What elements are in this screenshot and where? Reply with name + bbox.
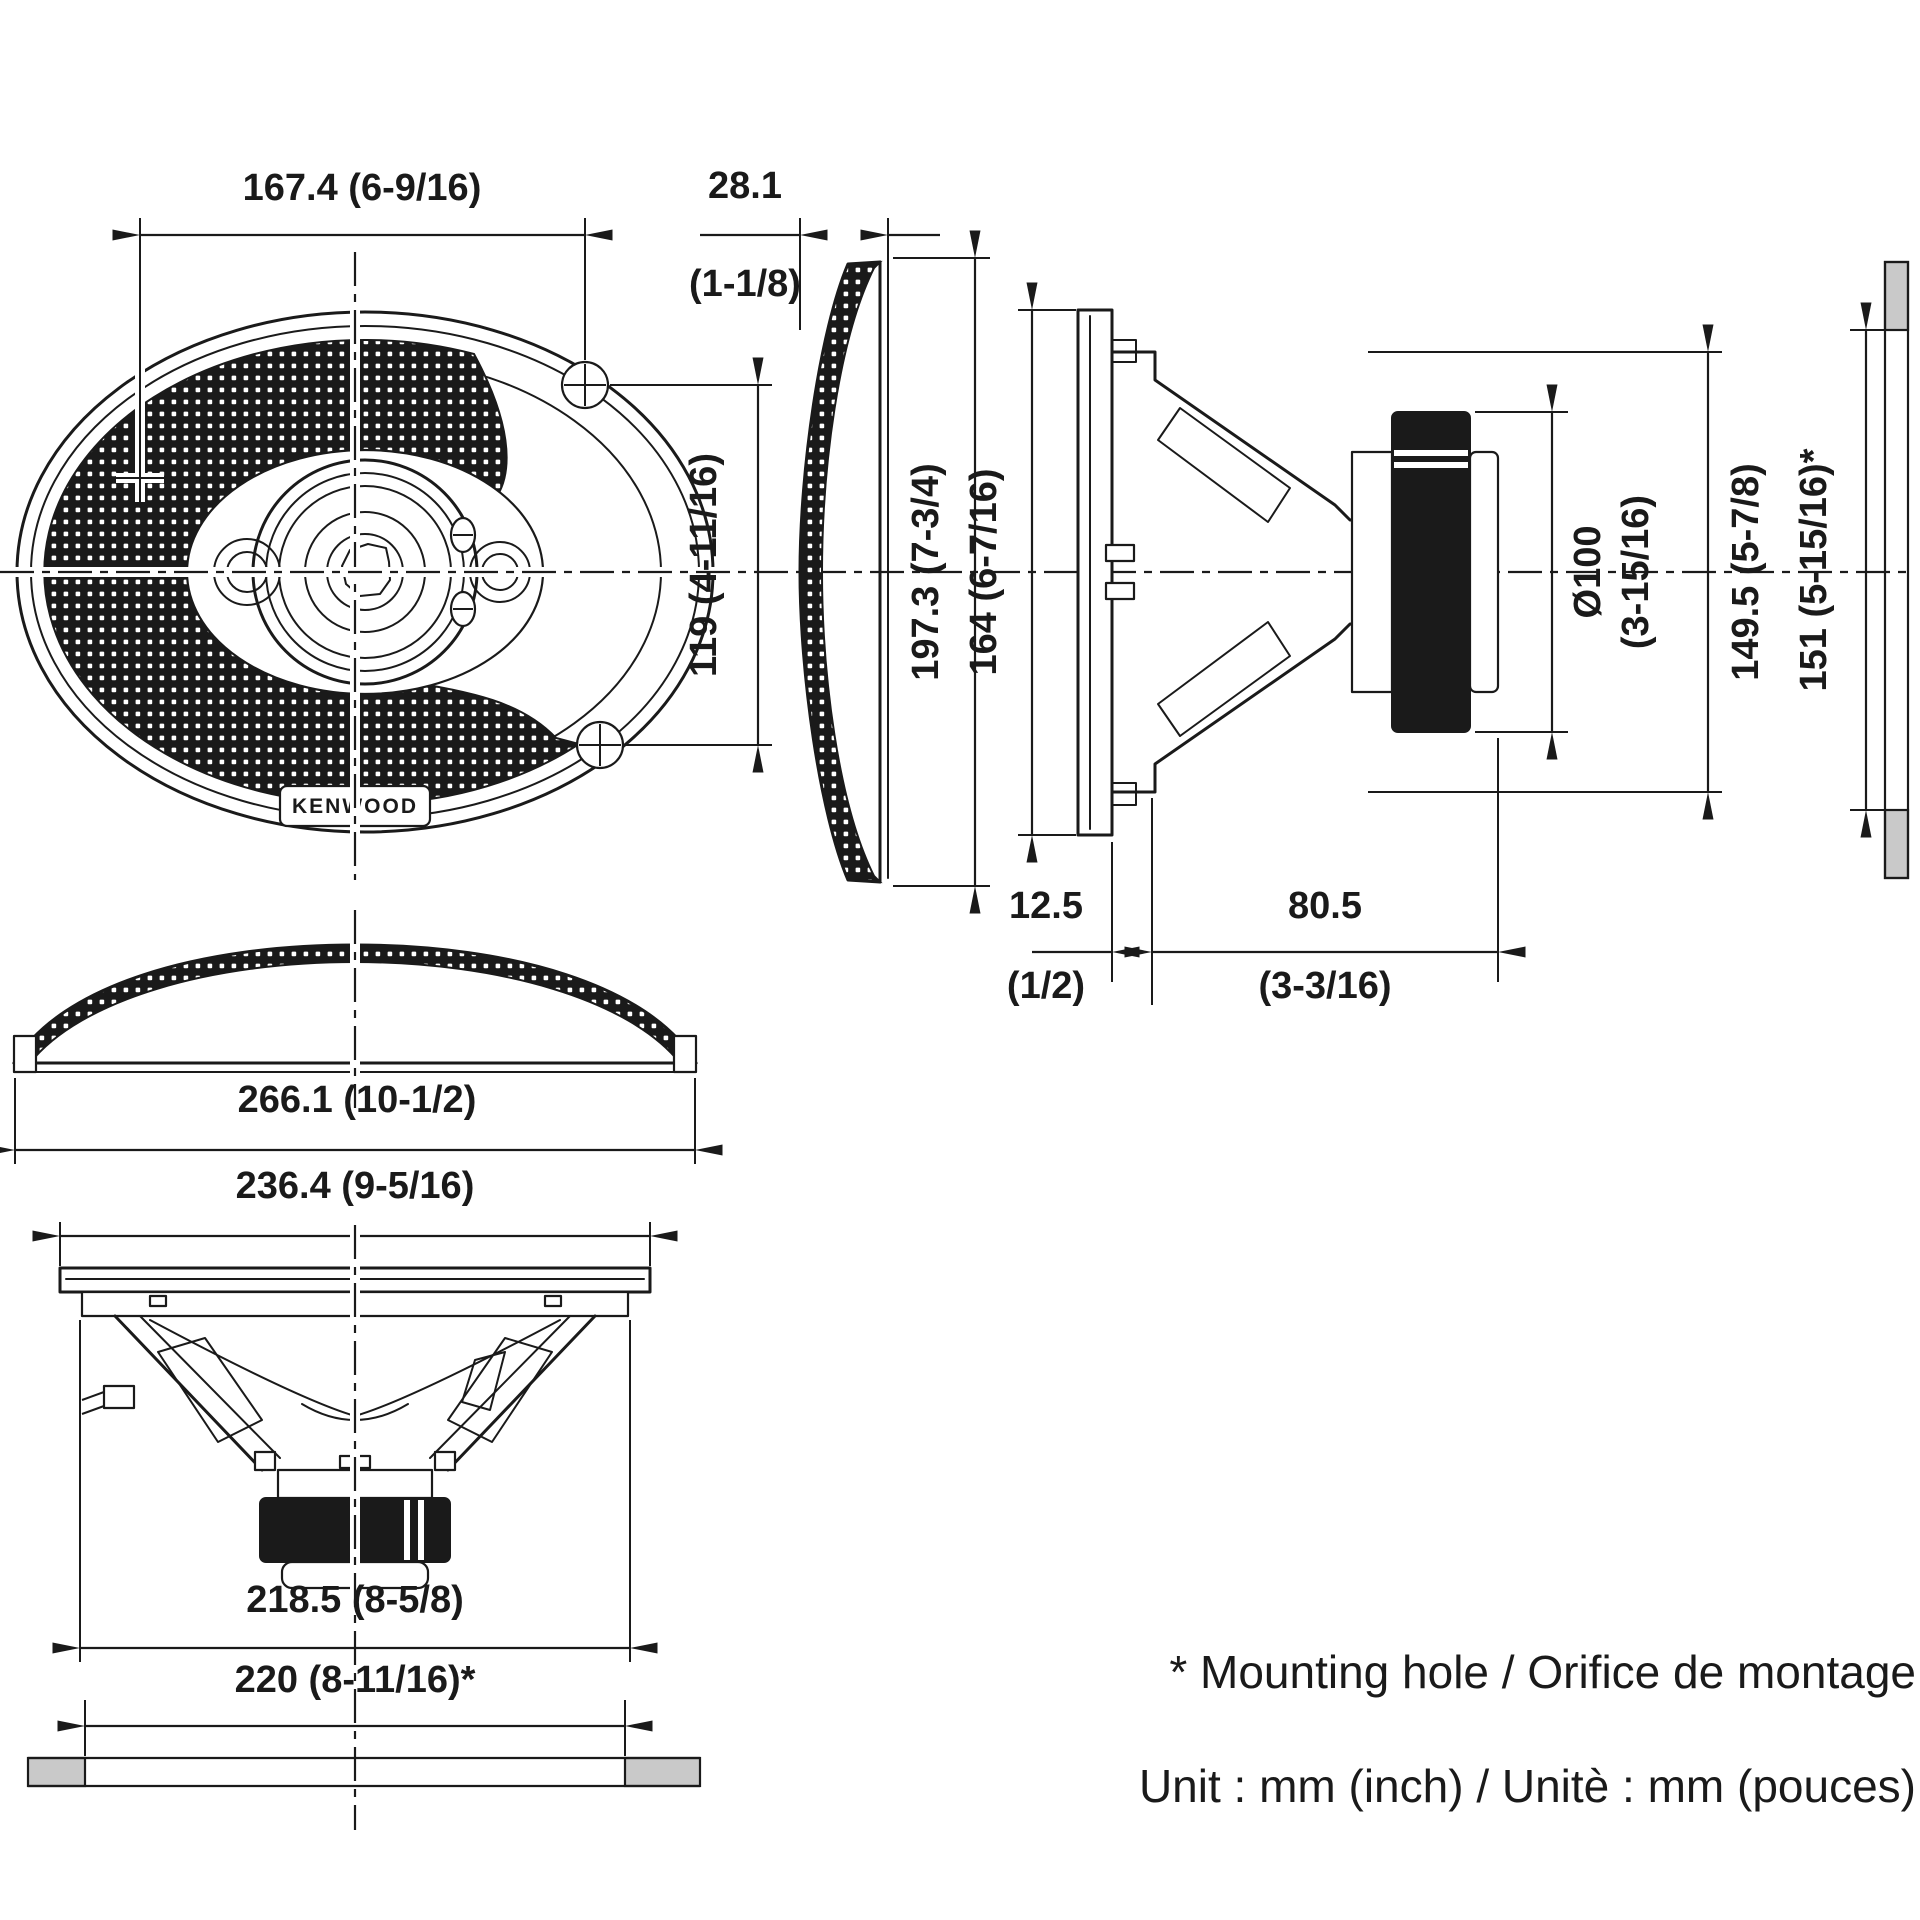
flange-bottom-lip	[1111, 782, 1137, 806]
mounting-panel-bottom	[26, 1756, 702, 1788]
cone-left	[149, 1319, 356, 1417]
dim-unit-width: 218.5 (8-5/8)	[52, 1320, 658, 1662]
dim-label: 266.1 (10-1/2)	[238, 1079, 477, 1121]
basket-wall-right-inner	[429, 1315, 571, 1459]
lip-notch-left	[148, 1294, 168, 1308]
grille-profile-front	[798, 260, 882, 884]
mount-screw-bottom-right	[575, 720, 625, 770]
dim-label-mm: 80.5	[1288, 885, 1362, 927]
magnet-foot-left	[253, 1450, 277, 1472]
terminal-tab-1	[1104, 543, 1136, 563]
dim-label-mm: 12.5	[1009, 885, 1083, 927]
terminal	[81, 1384, 136, 1415]
dim-frame-height: 164 (6-7/16)	[963, 282, 1076, 863]
grille-reference-cross	[116, 454, 164, 502]
basket-wall-left-inner	[139, 1315, 281, 1459]
basket-window-right	[447, 1337, 553, 1443]
dim-label: 220 (8-11/16)*	[235, 1659, 476, 1701]
lip-notch-right	[543, 1294, 563, 1308]
magnet-back-plate-side	[1468, 450, 1500, 694]
dim-front-protrusion: 12.5 (1/2)	[1007, 798, 1153, 1007]
magnet-gap-line-1	[1394, 450, 1468, 456]
magnet-gap-b	[418, 1500, 424, 1560]
band-left-cap	[12, 1034, 38, 1074]
flange-side	[1076, 308, 1114, 837]
basket-top-edge	[1110, 350, 1364, 522]
basket-wall-left-outer	[113, 1314, 264, 1472]
dim-mounting-depth: 80.5 (3-3/16)	[1124, 738, 1526, 1007]
front-view: KENWOOD	[15, 218, 715, 880]
terminal-tab-2	[1104, 581, 1136, 601]
band-right-cap	[672, 1034, 698, 1074]
dim-label-inch: (1/2)	[1007, 965, 1085, 1007]
panel-side-top-section	[1883, 260, 1910, 332]
basket-bottom-edge	[1110, 622, 1364, 794]
dim-mounting-hole-height: 151 (5-15/16)*	[1793, 302, 1872, 838]
dim-grille-depth: 28.1 (1-1/8)	[689, 165, 940, 330]
magnet-gap-line-2	[1394, 462, 1468, 468]
mounting-panel-side	[1850, 260, 1910, 880]
dim-label: 149.5 (5-7/8)	[1725, 463, 1767, 681]
dim-label-mm: Ø100	[1567, 526, 1609, 619]
dim-magnet-diameter: Ø100 (3-15/16)	[1475, 384, 1657, 760]
dim-overall-width: 266.1 (10-1/2)	[0, 1078, 723, 1164]
footnote-mounting-hole: * Mounting hole / Orifice de montage	[1169, 1646, 1916, 1698]
dim-label-mm: 28.1	[708, 165, 782, 207]
magnet-front-plate-side	[1350, 450, 1394, 694]
dim-mounting-hole-width: 220 (8-11/16)*	[57, 1659, 653, 1756]
magnet-foot-right	[433, 1450, 457, 1472]
dim-label-inch: (3-3/16)	[1258, 965, 1391, 1007]
grille-profile-view	[12, 910, 698, 1108]
dim-label: 167.4 (6-9/16)	[243, 167, 482, 209]
grille-side-view	[798, 260, 889, 884]
dim-label: 164 (6-7/16)	[963, 468, 1005, 675]
cone-right	[354, 1319, 561, 1417]
basket-window-right-inner	[461, 1351, 506, 1411]
dim-label-inch: (1-1/8)	[689, 263, 801, 305]
magnet-ferrite-side	[1391, 411, 1471, 733]
dim-label: 218.5 (8-5/8)	[246, 1579, 464, 1621]
dim-label: 197.3 (7-3/4)	[905, 463, 947, 681]
magnet-gap-a	[404, 1500, 410, 1560]
basket-window-bottom	[1157, 621, 1291, 737]
footnotes: * Mounting hole / Orifice de montage Uni…	[1139, 1646, 1916, 1812]
dim-unit-outer-height: 149.5 (5-7/8)	[1368, 324, 1767, 820]
dim-front-width: 167.4 (6-9/16)	[112, 167, 613, 360]
basket-wall-right-outer	[446, 1314, 597, 1472]
panel-bottom-left-section	[26, 1756, 87, 1788]
dim-label-inch: (3-15/16)	[1615, 495, 1657, 649]
basket-window-top	[1157, 407, 1291, 523]
footnote-units: Unit : mm (inch) / Unitè : mm (pouces)	[1139, 1760, 1916, 1812]
dim-label: 236.4 (9-5/16)	[236, 1165, 475, 1207]
unit-side-view	[1076, 308, 1500, 837]
mount-screw-top-right	[560, 360, 610, 410]
dim-label: 119 (4-11/16)	[683, 453, 725, 677]
panel-side-bottom-section	[1883, 808, 1910, 880]
dim-screw-span: 119 (4-11/16)	[610, 357, 772, 773]
basket-window-left	[157, 1337, 263, 1443]
panel-side-outline	[1883, 260, 1910, 880]
unit-bottom-view	[58, 1225, 652, 1830]
panel-bottom-right-section	[623, 1756, 702, 1788]
dim-grille-height: 197.3 (7-3/4)	[893, 230, 990, 914]
dim-label: 151 (5-15/16)*	[1793, 448, 1835, 691]
